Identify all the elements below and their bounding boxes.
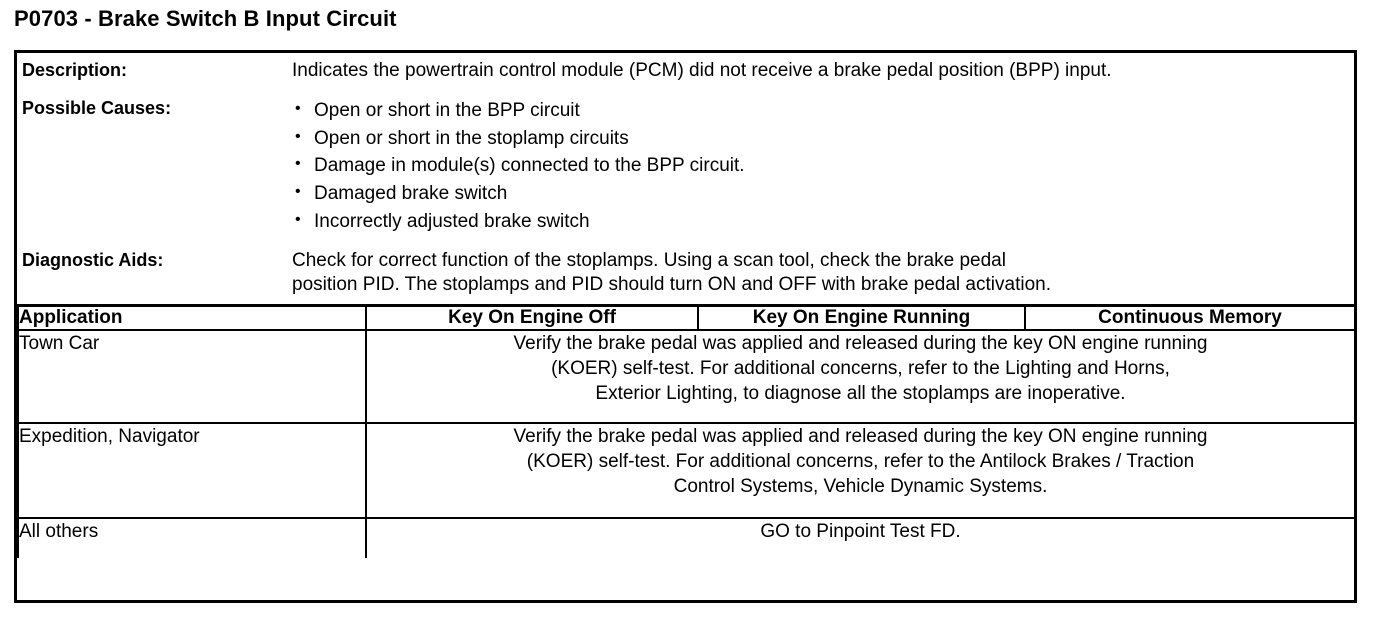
application-line: Expedition, [19,425,114,447]
procedure-line: (KOER) self-test. For additional concern… [526,450,1195,472]
diagnostic-aids-line: Check for correct function of the stopla… [292,250,1006,272]
procedure-line: (KOER) self-test. For additional concern… [551,357,1170,379]
cell-application: All others [17,516,367,558]
cell-test-procedure: GO to Pinpoint Test FD. [365,516,1356,558]
diagnostic-aids-row: Diagnostic Aids: Check for correct funct… [17,235,1354,304]
bullet-icon: • [295,210,301,228]
application-spec-table: Application Key On Engine Off Key On Eng… [17,306,1356,558]
list-item-text: Open or short in the stoplamp circuits [314,127,629,149]
column-header-key-on-engine-running: Key On Engine Running [697,306,1026,331]
application-line: Navigator [118,425,200,447]
cell-test-procedure: Verify the brake pedal was applied and r… [365,328,1356,424]
table-row: All others GO to Pinpoint Test FD. [17,516,1356,558]
description-row: Description: Indicates the powertrain co… [17,53,1354,83]
procedure-line: Verify the brake pedal was applied and r… [513,332,1208,354]
application-line: Town Car [19,332,100,354]
list-item: • Open or short in the BPP circuit [292,97,1344,125]
list-item-text: Damaged brake switch [314,182,508,204]
procedure-line: Control Systems, Vehicle Dynamic Systems… [673,476,1048,498]
diagnostic-aids-label: Diagnostic Aids: [22,250,164,271]
procedure-line: Exterior Lighting, to diagnose all the s… [595,383,1126,405]
list-item-text: Incorrectly adjusted brake switch [314,210,590,232]
list-item-text: Open or short in the BPP circuit [314,100,580,122]
cell-test-procedure: Verify the brake pedal was applied and r… [365,421,1356,519]
table-header-row: Application Key On Engine Off Key On Eng… [17,306,1356,331]
diagnostic-aids-line: position PID. The stoplamps and PID shou… [292,274,1051,296]
section-divider [17,303,1354,307]
bullet-icon: • [295,100,301,118]
column-header-continuous-memory: Continuous Memory [1024,306,1356,331]
list-item-text: Damage in module(s) connected to the BPP… [314,155,745,177]
bullet-icon: • [295,155,301,173]
cell-application: Expedition, Navigator [17,421,367,519]
list-item: • Damage in module(s) connected to the B… [292,152,1344,180]
possible-causes-content: • Open or short in the BPP circuit • Ope… [292,97,1354,235]
diagnostic-aids-content: Check for correct function of the stopla… [292,249,1354,298]
description-label: Description: [22,60,128,80]
possible-causes-row: Possible Causes: • Open or short in the … [17,83,1354,235]
column-header-key-on-engine-off: Key On Engine Off [365,306,699,331]
possible-causes-list: • Open or short in the BPP circuit • Ope… [292,97,1344,235]
list-item: • Incorrectly adjusted brake switch [292,208,1344,236]
column-header-application: Application [17,306,367,331]
application-line: All others [19,520,99,542]
table-row: Expedition, Navigator Verify the brake p… [17,421,1356,519]
bullet-icon: • [295,127,301,145]
bullet-icon: • [295,182,301,200]
procedure-line: GO to Pinpoint Test FD. [760,520,961,542]
possible-causes-label: Possible Causes: [22,98,172,119]
dtc-info-box: Description: Indicates the powertrain co… [14,50,1357,603]
list-item: • Damaged brake switch [292,180,1344,208]
page-title: P0703 - Brake Switch B Input Circuit [14,6,397,31]
procedure-line: Verify the brake pedal was applied and r… [513,425,1208,447]
cell-application: Town Car [17,328,367,424]
description-text: Indicates the powertrain control module … [292,60,1112,81]
description-content: Indicates the powertrain control module … [292,59,1354,83]
info-block: Description: Indicates the powertrain co… [17,53,1354,304]
list-item: • Open or short in the stoplamp circuits [292,125,1344,153]
table-row: Town Car Verify the brake pedal was appl… [17,328,1356,424]
